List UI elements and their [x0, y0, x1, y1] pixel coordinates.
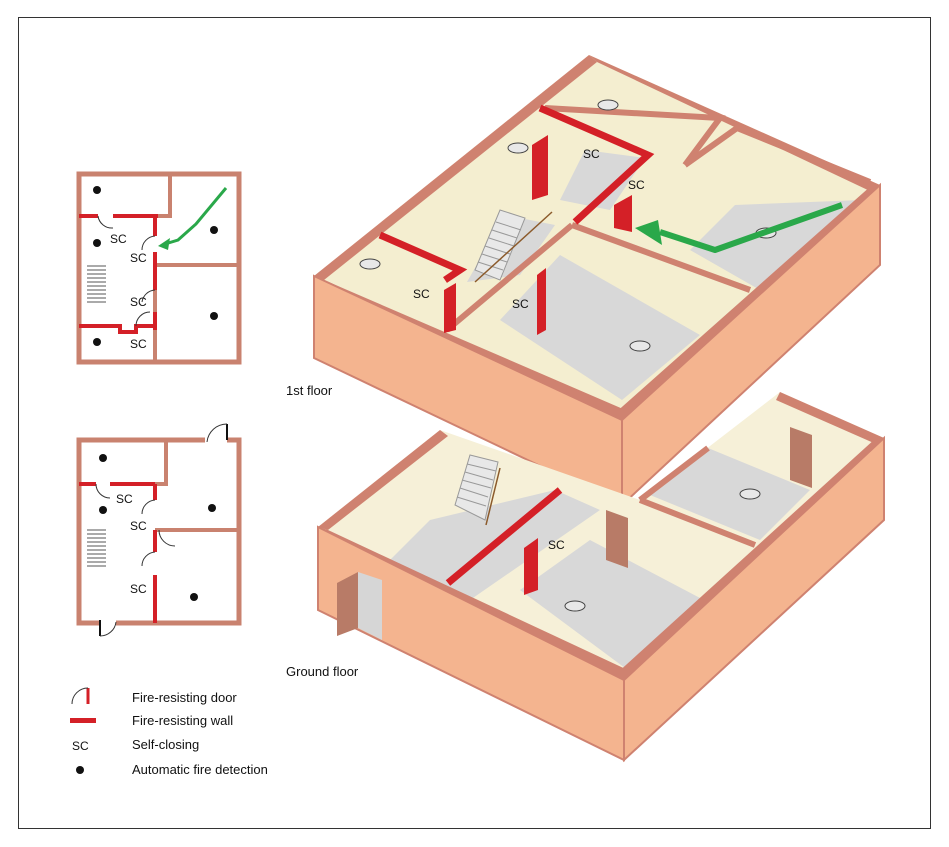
- ground-floor-label: Ground floor: [286, 664, 359, 679]
- legend-sc-label: Self-closing: [132, 737, 200, 752]
- sc-label: SC: [130, 337, 147, 351]
- door-icon: [71, 687, 89, 705]
- detector-icon: [76, 766, 84, 774]
- sc-label: SC: [512, 297, 529, 311]
- iso-ground-floor: SC: [317, 392, 885, 763]
- sc-label: SC: [110, 232, 127, 246]
- legend-detection-label: Automatic fire detection: [132, 762, 268, 777]
- iso-first-floor: SC SC SC SC: [313, 55, 881, 508]
- legend-wall-label: Fire-resisting wall: [132, 713, 234, 728]
- legend-sc-symbol: SC: [72, 739, 89, 753]
- sc-label: SC: [583, 147, 600, 161]
- sc-label: SC: [130, 519, 147, 533]
- sc-label: SC: [548, 538, 565, 552]
- legend-door-label: Fire-resisting door: [132, 690, 237, 705]
- sc-label: SC: [130, 582, 147, 596]
- sc-label: SC: [130, 295, 147, 309]
- fire-wall-icon: [70, 718, 96, 723]
- plan-first-floor: SC SC SC SC: [76, 171, 242, 365]
- sc-label: SC: [130, 251, 147, 265]
- figure-frame: [18, 17, 931, 829]
- sc-label: SC: [628, 178, 645, 192]
- plan-ground-floor: SC SC SC: [76, 423, 242, 637]
- legend-symbols: SC: [70, 687, 96, 774]
- sc-label: SC: [116, 492, 133, 506]
- first-floor-label: 1st floor: [286, 383, 333, 398]
- sc-label: SC: [413, 287, 430, 301]
